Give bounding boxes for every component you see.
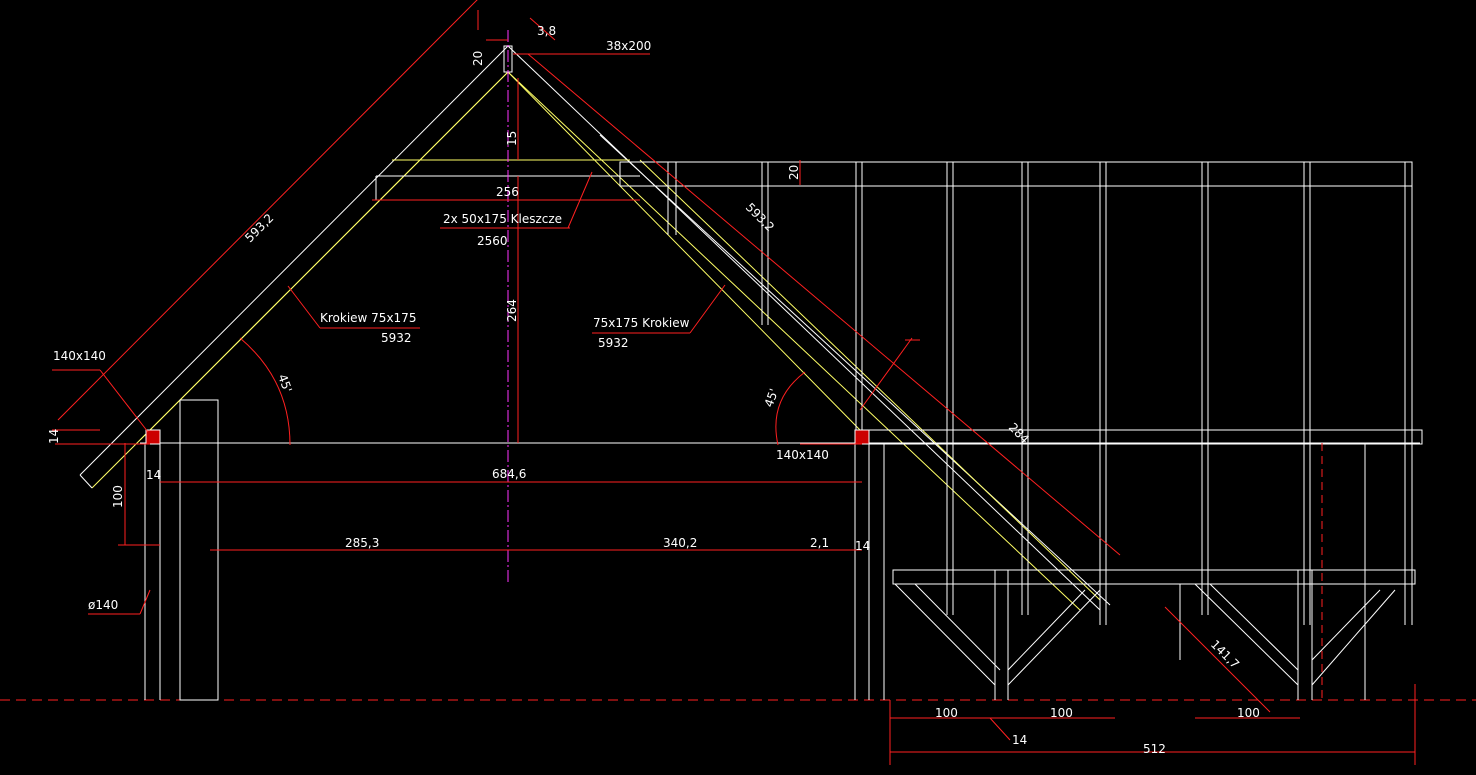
bay-a-label: 100 [935,706,958,720]
post-diameter-label: ø140 [88,598,118,612]
bay-total-label: 512 [1143,742,1166,756]
ridge-offset-label: 20 [471,51,485,66]
wallplate-right-label: 140x140 [776,448,829,462]
rafter-right-name-label: 75x175 Krokiew [593,316,690,330]
top-beam [619,161,1413,187]
rafter-left-name-label: Krokiew 75x175 [320,311,416,325]
rafter-left-number-label: 5932 [381,331,412,345]
rafter-left [79,45,509,489]
dimension-lines [52,0,1416,765]
span-small-label: 2,1 [810,536,829,550]
rafter-right [507,45,1111,611]
wallplate-right-post [854,429,870,445]
wallplate-left-label: 140x140 [53,349,106,363]
bay-b-label: 100 [1050,706,1073,720]
left-wall [144,399,219,701]
span-right-label: 340,2 [663,536,697,550]
collar-number-label: 2560 [477,234,508,248]
span-total-label: 684,6 [492,467,526,481]
braces [894,570,1396,700]
angle-right-label: 45' [762,387,782,409]
vertical-studs [667,162,1413,700]
collar-name-label: 2x 50x175 Kleszcze [443,212,562,226]
bay-c-label: 100 [1237,706,1260,720]
rafter-left-length-label: 593,2 [242,211,276,245]
tie-beam [140,429,1423,445]
span-left-label: 285,3 [345,536,379,550]
dim-14-left-a-label: 14 [47,429,61,444]
wallplate-left-post [145,429,161,445]
ridge-to-collar-label: 15 [505,131,519,146]
ridge-gap-label: 3,8 [537,24,556,38]
rafter-right-length-label: 593,2 [743,200,777,234]
top-offset-20-label: 20 [787,165,801,180]
bay-gap-label: 14 [1012,733,1027,747]
dim-100-label: 100 [111,485,125,508]
dim-14-right-label: 14 [855,539,870,553]
lower-beam [892,569,1416,585]
height-264-label: 264 [505,299,519,322]
collar-length-label: 256 [496,185,519,199]
rafter-right-number-label: 5932 [598,336,629,350]
angle-left-label: 45' [275,372,295,394]
ridge-board-label: 38x200 [606,39,651,53]
right-wall [854,443,885,700]
dim-14-left-b-label: 14 [146,468,161,482]
